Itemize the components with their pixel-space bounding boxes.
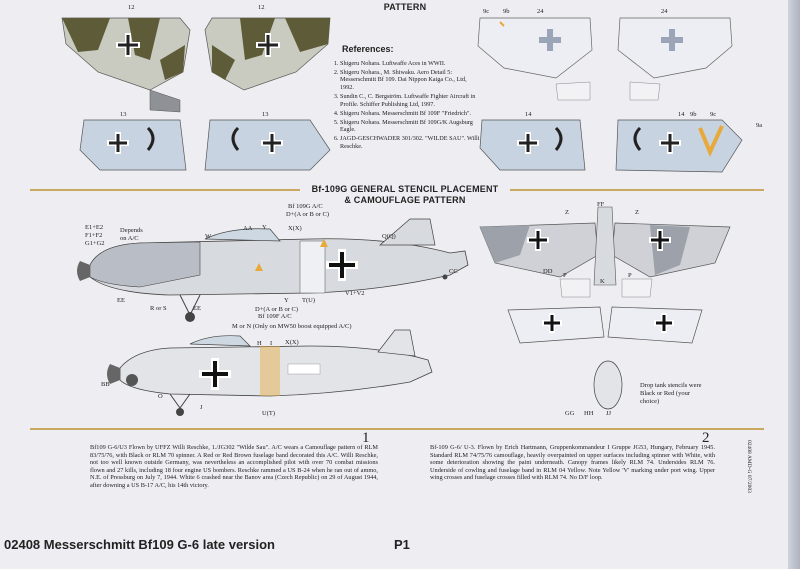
label-o: O (158, 393, 163, 400)
reference-item: Shigeru Nohara. Messerschmitt Bf 109F "F… (340, 110, 482, 118)
label-z1: Z (565, 209, 569, 216)
label-qq: Q(Q) (382, 233, 396, 240)
label-depends: Depends (120, 227, 143, 234)
label-j: J (200, 404, 203, 411)
aircraft-2-wing-views (477, 17, 743, 173)
label-z2: Z (635, 209, 639, 216)
marker-14b: 14 (678, 111, 685, 118)
label-tu: T(U) (302, 297, 315, 304)
label-hh: HH (584, 410, 594, 417)
label-e1e2: E1+E2 (85, 224, 104, 231)
side-view-1 (77, 218, 469, 322)
label-ee2: EE (193, 305, 201, 312)
aircraft-1-wing-views (61, 17, 331, 171)
description-1-text: Bf109 G-6/U3 Flown by UFFZ Willi Reschke… (90, 444, 378, 489)
label-xx2: X(X) (285, 339, 299, 346)
label-y2: Y (284, 297, 289, 304)
page-edge (788, 0, 800, 569)
plan-views (479, 206, 731, 410)
label-p2: P (628, 272, 632, 279)
marker-24b: 24 (661, 8, 668, 15)
label-ee: EE (117, 297, 125, 304)
marker-13b: 13 (262, 111, 269, 118)
label-bb: BB (101, 381, 110, 388)
label-on-ac: on A/C (120, 235, 139, 242)
label-k: K (600, 278, 605, 285)
label-d-abc2: D+(A or B or C) (255, 306, 299, 313)
marker-9b2: 9b (690, 111, 697, 118)
marker-9c2: 9c (710, 111, 717, 118)
reference-item: Shigeru Nohara., M. Shiwaku. Aero Detail… (340, 69, 482, 92)
marker-12a: 12 (128, 4, 135, 11)
marker-12b: 12 (258, 4, 265, 11)
label-gg: GG (565, 410, 575, 417)
references-heading: References: (342, 44, 394, 54)
reference-item: Sundin C., C. Bergström. Luftwaffe Fight… (340, 93, 482, 108)
label-v1v2: V1+V2 (345, 290, 365, 297)
description-1-number: 1 (362, 430, 370, 446)
label-h: H (257, 340, 262, 347)
marker-14: 14 (525, 111, 532, 118)
reference-item: JAGD-GESCHWADER 301/302. "WILDE SAU". Wi… (340, 135, 482, 150)
footer-page: P1 (394, 537, 410, 552)
label-xx: X(X) (288, 225, 302, 232)
description-2-number: 2 (702, 430, 710, 446)
reference-item: Shigeru Nohara. Messerschmitt Bf 109G/K … (340, 119, 482, 134)
label-drop-tank: Drop tank stencils were Black or Red (yo… (640, 382, 702, 405)
marker-9c: 9c (483, 8, 490, 15)
divider (30, 428, 764, 430)
label-m-or-n: M or N (Only on MW50 boost equipped A/C) (232, 323, 352, 330)
stencil-title-2: & CAMOUFLAGE PATTERN (344, 195, 466, 205)
marker-24a: 24 (537, 8, 544, 15)
description-2-text: Bf-109 G-6/ U-3. Flown by Erich Hartmann… (430, 444, 715, 482)
side-code: 02408 AMD-G 07/2003 (746, 440, 752, 493)
label-bf109g-ac: Bf 109G A/C (288, 203, 323, 210)
label-g1g2: G1+G2 (85, 240, 105, 247)
label-ff: FF (597, 201, 605, 208)
pattern-title: PATTERN (383, 2, 427, 12)
side-view-2 (107, 329, 433, 416)
label-bf109f-ac: Bf 109F A/C (258, 313, 292, 320)
label-p1: P (563, 272, 567, 279)
label-i: I (270, 340, 273, 347)
label-jj: JJ (606, 410, 612, 417)
marker-9a: 9a (756, 122, 763, 129)
label-aa: AA (243, 225, 253, 232)
reference-item: Shigeru Nohara. Luftwaffe Aces in WWII. (340, 60, 482, 68)
label-r-or-s: R or S (150, 305, 167, 312)
label-cc: CC (449, 268, 458, 275)
stencil-title-1: Bf-109G GENERAL STENCIL PLACEMENT (300, 184, 510, 194)
label-w: W (205, 233, 212, 240)
marker-13a: 13 (120, 111, 127, 118)
marker-9b: 9b (503, 8, 510, 15)
label-d-abc: D+(A or B or C) (286, 211, 330, 218)
label-ut: U(T) (262, 410, 275, 417)
footer-title: 02408 Messerschmitt Bf109 G-6 late versi… (4, 537, 275, 552)
references-block: References: Shigeru Nohara. Luftwaffe Ac… (332, 44, 482, 152)
label-f1f2: F1+F2 (85, 232, 103, 239)
label-dd: DD (543, 268, 553, 275)
label-y: Y (262, 224, 267, 231)
